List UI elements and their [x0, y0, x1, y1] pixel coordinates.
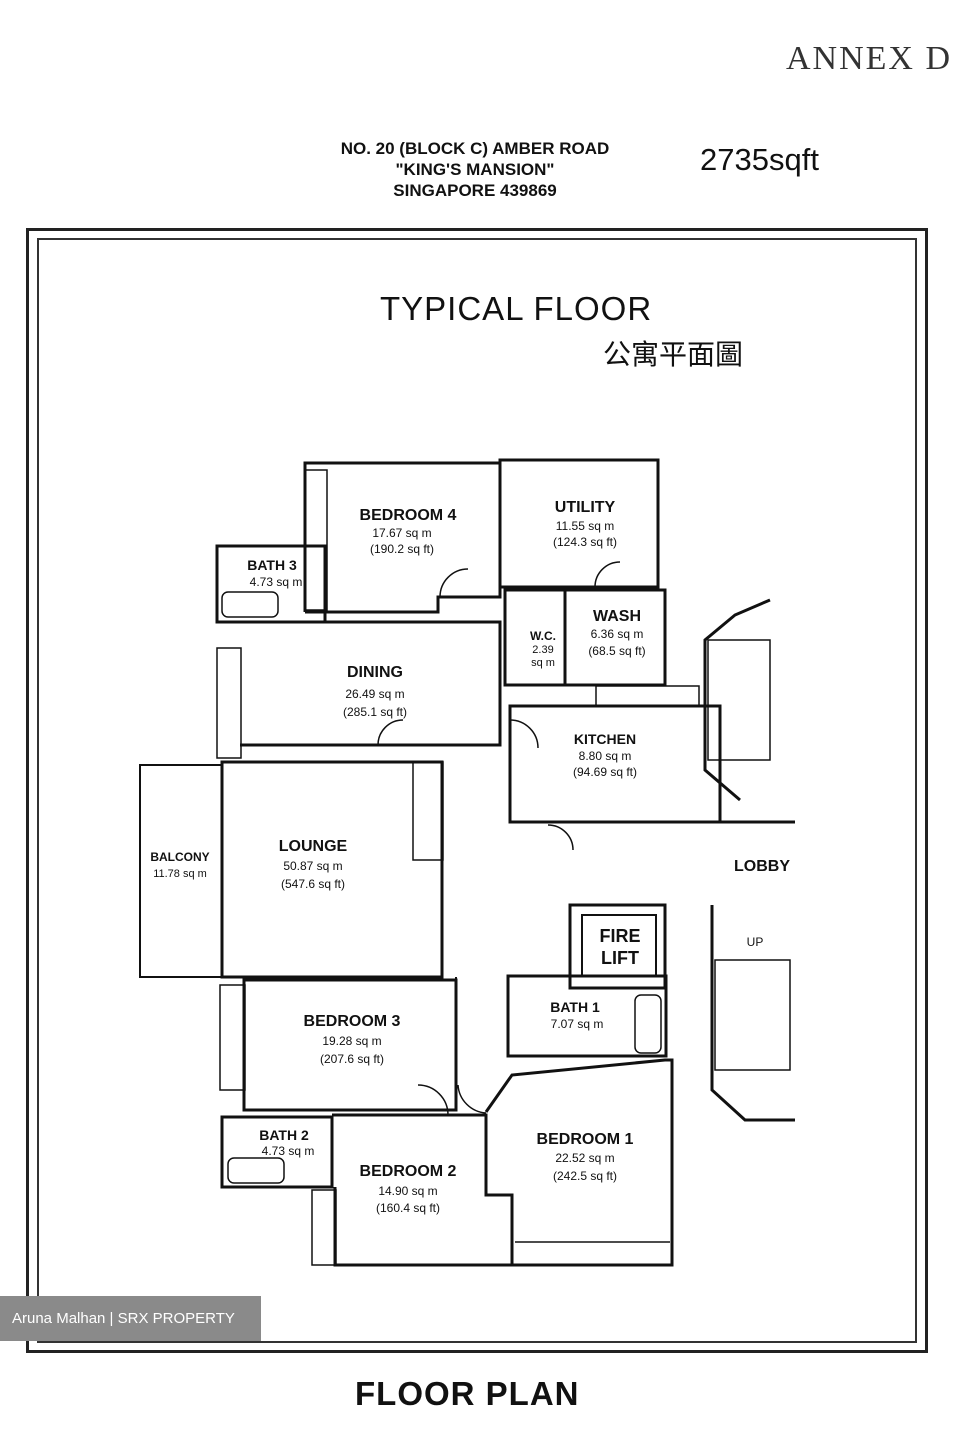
- dining-window: [216, 647, 242, 759]
- bedroom3-name: BEDROOM 3: [304, 1013, 401, 1030]
- kitchen-counter: [595, 685, 700, 707]
- dining-sqm: 26.49 sq m: [345, 687, 404, 701]
- lobby-name: LOBBY: [734, 858, 790, 875]
- bath2-tub: [227, 1157, 285, 1184]
- plan-title: TYPICAL FLOOR: [380, 290, 653, 327]
- bath2-name: BATH 2: [259, 1127, 309, 1143]
- bedroom1-sqft: (242.5 sq ft): [553, 1169, 617, 1183]
- dining-walls: [240, 620, 502, 747]
- bedroom1-walls: [484, 1058, 674, 1267]
- lounge-walls: [220, 760, 444, 979]
- stair-up-label: UP: [747, 935, 764, 949]
- bedroom4-walls: [303, 461, 502, 614]
- wash-sqm: 6.36 sq m: [591, 627, 644, 641]
- wash-name: WASH: [593, 608, 641, 625]
- kitchen-sqm: 8.80 sq m: [579, 749, 632, 763]
- stair-bottom-walls: [710, 905, 795, 1122]
- wc-unit: sq m: [531, 657, 555, 669]
- bath1-sqm: 7.07 sq m: [551, 1017, 604, 1031]
- firelift-shaft: [568, 903, 667, 990]
- bedroom2-window: [311, 1189, 337, 1266]
- door-bedroom3: [417, 1084, 449, 1116]
- bedroom2-sqft: (160.4 sq ft): [376, 1201, 440, 1215]
- bath2-sqm: 4.73 sq m: [262, 1144, 315, 1158]
- plan-frame-inner: [37, 238, 917, 1343]
- kitchen-sqft: (94.69 sq ft): [573, 765, 637, 779]
- utility-name: UTILITY: [555, 499, 616, 516]
- balcony-sqm: 11.78 sq m: [153, 868, 207, 880]
- lounge-name: LOUNGE: [279, 838, 348, 855]
- kitchen-name: KITCHEN: [574, 731, 636, 747]
- bedroom3-sqft: (207.6 sq ft): [320, 1052, 384, 1066]
- wash-sqft: (68.5 sq ft): [588, 644, 645, 658]
- bedroom4-sqft: (190.2 sq ft): [370, 542, 434, 556]
- lounge-sqft: (547.6 sq ft): [281, 877, 345, 891]
- bath1-walls: [506, 974, 668, 1058]
- door-bedroom4: [439, 568, 469, 598]
- plan-frame-outer: [26, 228, 928, 1353]
- bedroom2-sqm: 14.90 sq m: [378, 1184, 437, 1198]
- utility-walls: [498, 458, 660, 589]
- bath2-walls: [220, 1115, 334, 1189]
- bath1-tub: [634, 994, 662, 1054]
- bedroom2-name: BEDROOM 2: [360, 1163, 457, 1180]
- plan-subtitle: 公寓平面圖: [603, 339, 744, 370]
- stair-top-walls: [703, 598, 771, 802]
- wc-name: W.C.: [530, 629, 556, 643]
- dining-name: DINING: [347, 664, 403, 681]
- wc-sqm: 2.39: [532, 644, 553, 656]
- annex-label: ANNEX D: [786, 40, 953, 77]
- watermark: Aruna Malhan | SRX PROPERTY: [0, 1296, 261, 1341]
- door-dining: [377, 719, 404, 746]
- utility-sqft: (124.3 sq ft): [553, 535, 617, 549]
- dining-sqft: (285.1 sq ft): [343, 705, 407, 719]
- bath1-name: BATH 1: [550, 999, 600, 1015]
- firelift-line2: LIFT: [601, 948, 639, 968]
- address-line-3: SINGAPORE 439869: [393, 181, 557, 200]
- bath3-sqm: 4.73 sq m: [250, 575, 303, 589]
- address-line-1: NO. 20 (BLOCK C) AMBER ROAD: [340, 139, 610, 158]
- address-block: NO. 20 (BLOCK C) AMBER ROAD "KING'S MANS…: [290, 138, 660, 201]
- bedroom4-name: BEDROOM 4: [360, 507, 457, 524]
- stair-top: [707, 639, 771, 761]
- balcony-name: BALCONY: [150, 850, 209, 864]
- kitchen-walls: [508, 704, 722, 824]
- total-size: 2735sqft: [700, 142, 819, 177]
- firelift-line1: FIRE: [599, 926, 640, 946]
- stair-bottom: [714, 959, 791, 1071]
- door-lobby: [547, 824, 574, 851]
- bath3-name: BATH 3: [247, 557, 297, 573]
- footer-title: FLOOR PLAN: [355, 1375, 580, 1412]
- bath3-tub: [221, 591, 279, 618]
- wash-walls: [563, 588, 667, 687]
- bedroom4-sqm: 17.67 sq m: [372, 526, 431, 540]
- door-utility: [594, 561, 621, 588]
- lounge-sqm: 50.87 sq m: [283, 859, 342, 873]
- bedroom1-sqm: 22.52 sq m: [555, 1151, 614, 1165]
- utility-sqm: 11.55 sq m: [556, 519, 614, 533]
- bedroom3-sqm: 19.28 sq m: [322, 1034, 381, 1048]
- bedroom3-window: [219, 984, 246, 1091]
- address-line-2: "KING'S MANSION": [395, 160, 555, 179]
- bedroom4-window: [304, 469, 328, 611]
- door-kitchen: [509, 719, 539, 749]
- lounge-stair: [412, 761, 444, 861]
- door-bedroom1: [457, 1084, 487, 1114]
- bedroom1-name: BEDROOM 1: [537, 1131, 634, 1148]
